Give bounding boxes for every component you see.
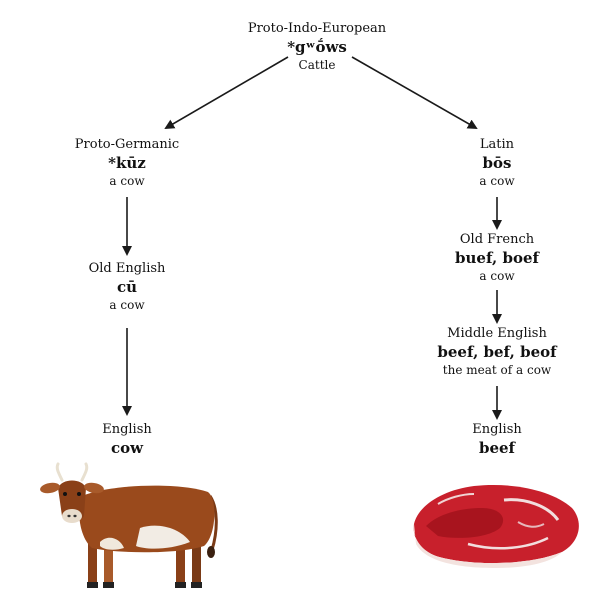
node-old-french: Old French buef, boef a cow [397, 231, 597, 285]
node-language: Latin [479, 137, 515, 152]
node-old-english: Old English cū a cow [27, 260, 227, 314]
node-proto-germanic: Proto-Germanic *kūz a cow [27, 136, 227, 190]
node-language: English [102, 422, 152, 437]
node-gloss: a cow [479, 269, 515, 283]
node-gloss: a cow [109, 298, 145, 312]
beef-illustration [413, 484, 579, 568]
node-english-cow: English cow [27, 421, 227, 458]
arrow-pie-to-latin [351, 56, 478, 129]
node-word: cū [116, 278, 138, 296]
node-word: buef, boef [455, 249, 539, 267]
node-language: Proto-Germanic [74, 137, 180, 152]
cow-illustration [40, 462, 218, 588]
node-word: *gʷṓws [287, 38, 347, 56]
node-middle-english: Middle English beef, bef, beof the meat … [397, 325, 597, 379]
node-gloss: a cow [479, 174, 515, 188]
node-language: English [472, 422, 522, 437]
node-word: beef [478, 439, 516, 457]
node-word: beef, bef, beof [437, 343, 557, 361]
node-gloss: a cow [109, 174, 145, 188]
node-latin: Latin bōs a cow [397, 136, 597, 190]
node-word: *kūz [108, 154, 146, 172]
node-language: Middle English [447, 326, 547, 341]
node-language: Proto-Indo-European [247, 21, 387, 36]
node-word: cow [110, 439, 144, 457]
node-gloss: the meat of a cow [442, 363, 552, 377]
node-word: bōs [482, 154, 512, 172]
node-english-beef: English beef [397, 421, 597, 458]
arrow-pie-to-proto-germanic [164, 56, 289, 130]
node-language: Old French [459, 232, 535, 247]
node-language: Old English [88, 261, 166, 276]
node-proto-indo-european: Proto-Indo-European *gʷṓws Cattle [217, 20, 417, 74]
node-gloss: Cattle [298, 58, 336, 72]
